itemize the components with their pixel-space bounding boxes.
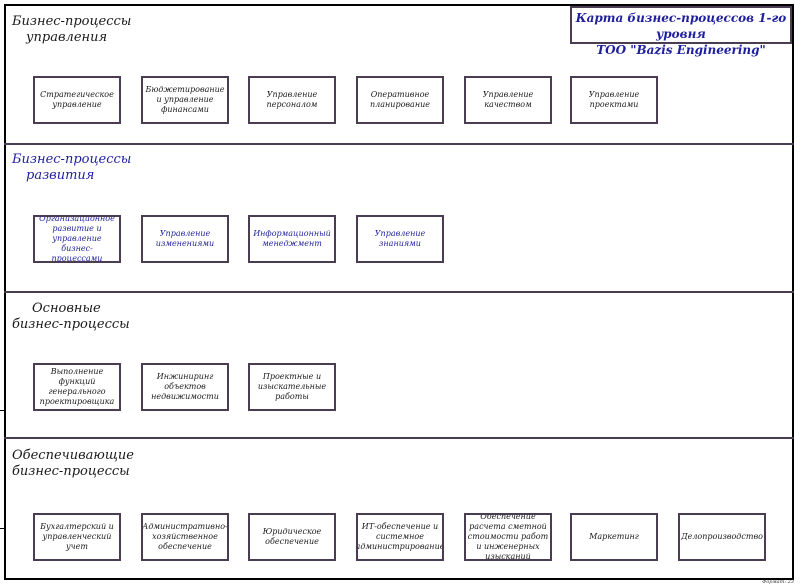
process-box: Стратегическое управление bbox=[33, 76, 121, 124]
process-box: Управление изменениями bbox=[141, 215, 229, 263]
footer-note: Формат: 23 bbox=[762, 579, 794, 585]
band-title-line: развития bbox=[26, 168, 95, 183]
band-title-management: Бизнес-процессы управления bbox=[12, 14, 131, 46]
process-box: Делопроизводство bbox=[678, 513, 766, 561]
process-box: Управление проектами bbox=[570, 76, 658, 124]
process-box: Информационный менеджмент bbox=[248, 215, 336, 263]
map-title: Карта бизнес-процессов 1-го уровня ТОО "… bbox=[570, 6, 792, 57]
band-title-line: бизнес-процессы bbox=[12, 317, 130, 332]
process-box: Юридическое обеспечение bbox=[248, 513, 336, 561]
band-title-core: Основные бизнес-процессы bbox=[12, 301, 130, 333]
process-box: Проектные и изыскательные работы bbox=[248, 363, 336, 411]
process-box: Бухгалтерский и управленческий учет bbox=[33, 513, 121, 561]
process-box: Административно-хозяйственное обеспечени… bbox=[141, 513, 229, 561]
band-title-line: управления bbox=[26, 30, 108, 45]
process-box: Управление персоналом bbox=[248, 76, 336, 124]
band-title-line: бизнес-процессы bbox=[12, 464, 130, 479]
process-box: Выполнение функций генерального проектир… bbox=[33, 363, 121, 411]
process-box: Управление качеством bbox=[464, 76, 552, 124]
band-title-supporting: Обеспечивающие бизнес-процессы bbox=[12, 448, 134, 480]
left-tick bbox=[0, 410, 4, 411]
band-title-line: Основные bbox=[32, 301, 101, 316]
process-box: Маркетинг bbox=[570, 513, 658, 561]
left-tick bbox=[0, 528, 4, 529]
band-management bbox=[4, 4, 794, 145]
band-development bbox=[4, 145, 794, 293]
process-box: Бюджетирование и управление финансами bbox=[141, 76, 229, 124]
process-box: Организационное развитие и управление би… bbox=[33, 215, 121, 263]
process-box: Оперативное планирование bbox=[356, 76, 444, 124]
process-box: Управление знаниями bbox=[356, 215, 444, 263]
map-title-line2: ТОО "Bazis Engineering" bbox=[596, 43, 766, 57]
map-title-line1: Карта бизнес-процессов 1-го уровня bbox=[575, 11, 787, 41]
band-title-development: Бизнес-процессы развития bbox=[12, 152, 131, 184]
process-box: Обеспечение расчета сметной стоимости ра… bbox=[464, 513, 552, 561]
process-box: ИТ-обеспечение и системное администриров… bbox=[356, 513, 444, 561]
band-title-line: Бизнес-процессы bbox=[12, 14, 132, 29]
band-core bbox=[4, 293, 794, 439]
process-box: Инжиниринг объектов недвижимости bbox=[141, 363, 229, 411]
band-title-line: Бизнес-процессы bbox=[12, 152, 132, 167]
band-title-line: Обеспечивающие bbox=[12, 448, 134, 463]
